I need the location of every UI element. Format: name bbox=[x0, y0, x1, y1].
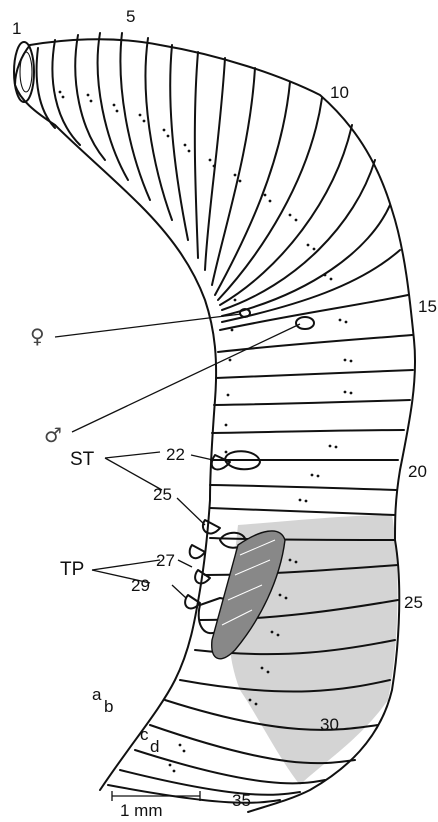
segment-label-15: 15 bbox=[418, 297, 437, 316]
letter-b: b bbox=[104, 697, 113, 716]
segment-label-5: 5 bbox=[126, 7, 135, 26]
male-symbol: ♂ bbox=[44, 423, 62, 447]
letter-c: c bbox=[140, 725, 149, 744]
st-segment-22: 22 bbox=[166, 445, 185, 464]
segment-label-20: 20 bbox=[408, 462, 427, 481]
segment-label-25: 25 bbox=[404, 593, 423, 612]
letter-d: d bbox=[150, 737, 159, 756]
segment-label-35: 35 bbox=[232, 791, 251, 810]
scale-bar-label: 1 mm bbox=[120, 801, 163, 820]
tp-label: TP bbox=[60, 559, 84, 580]
tp-segment-27: 27 bbox=[156, 551, 175, 570]
st-segment-25: 25 bbox=[153, 485, 172, 504]
segment-label-1: 1 bbox=[12, 19, 21, 38]
female-symbol: ♀ bbox=[30, 324, 45, 348]
segment-label-30: 30 bbox=[320, 715, 339, 734]
tp-segment-29: 29 bbox=[131, 576, 150, 595]
letter-a: a bbox=[92, 685, 102, 704]
st-label: ST bbox=[70, 449, 95, 470]
segment-label-10: 10 bbox=[330, 83, 349, 102]
